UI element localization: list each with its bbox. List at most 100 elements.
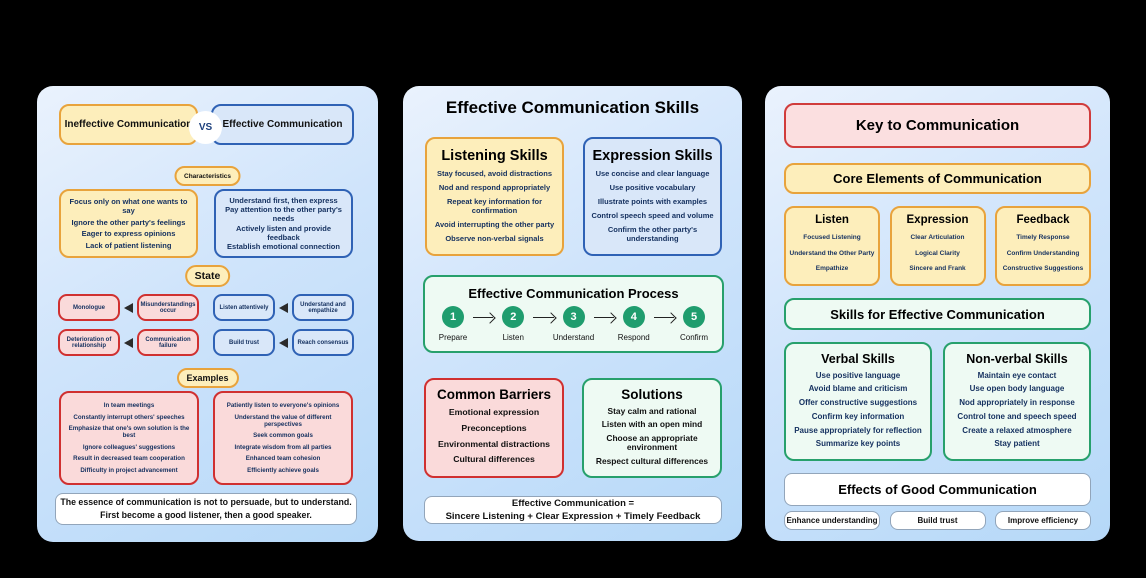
- effects-header-box: Effects of Good Communication: [784, 473, 1091, 506]
- list-item: Nod and respond appropriately: [438, 183, 551, 192]
- state-box-reach-consensus: Reach consensus: [292, 329, 354, 356]
- list-item: Create a relaxed atmosphere: [962, 425, 1072, 435]
- expression-element-title: Expression: [906, 214, 969, 226]
- state-box-understand-empathize: Understand and empathize: [292, 294, 354, 321]
- list-item: Integrate wisdom from all parties: [234, 443, 332, 451]
- right-arrow-icon: [533, 317, 554, 318]
- state-box-monologue: Monologue: [58, 294, 120, 321]
- skills-row: Listening Skills Stay focused, avoid dis…: [425, 137, 722, 256]
- panel-title: Effective Communication Skills: [445, 98, 700, 117]
- list-item: Respect cultural differences: [595, 456, 709, 467]
- step-circle: 4: [622, 306, 645, 328]
- list-item: Stay calm and rational: [607, 405, 697, 416]
- list-item: Nod appropriately in response: [959, 398, 1075, 408]
- list-item: Understand the Other Party: [789, 249, 875, 257]
- list-item: Enhanced team cohesion: [245, 455, 321, 463]
- list-item: Understand the value of different perspe…: [234, 413, 332, 428]
- left-arrow-icon: [124, 337, 133, 348]
- list-item: Patiently listen to everyone's opinions: [226, 402, 340, 410]
- list-item: In team meetings: [103, 402, 155, 410]
- list-item: Confirm the other party's understanding: [607, 225, 698, 243]
- characteristics-badge: Characteristics: [174, 166, 241, 186]
- list-item: Emphasize that one's own solution is the…: [68, 425, 190, 440]
- list-item: Empathize: [815, 264, 849, 272]
- key-to-communication-title: Key to Communication: [855, 117, 1020, 134]
- expression-skills-title: Expression Skills: [592, 148, 713, 164]
- list-item: Focused Listening: [803, 234, 861, 242]
- list-item: Establish emotional connection: [227, 242, 340, 252]
- list-item: Constructive Suggestions: [1002, 264, 1084, 272]
- list-item: Confirm key information: [811, 411, 905, 421]
- state-box-misunderstandings: Misunderstandings occur: [137, 294, 199, 321]
- list-item: Control speech speed and volume: [591, 211, 714, 220]
- effective-communication-skills-panel: Effective Communication Skills Listening…: [403, 86, 742, 541]
- list-item: Maintain eye contact: [977, 370, 1057, 380]
- list-item: Listen with an open mind: [601, 419, 703, 430]
- state-box-listen-attentively: Listen attentively: [213, 294, 275, 321]
- list-item: Actively listen and provide feedback: [235, 223, 332, 242]
- list-item: Use open body language: [969, 384, 1065, 394]
- list-item: Cultural differences: [453, 454, 535, 465]
- list-item: Seek common goals: [253, 432, 313, 440]
- state-badge: State: [184, 265, 231, 287]
- process-step-2: 2 Listen: [495, 306, 531, 342]
- list-item: Stay focused, avoid distractions: [436, 169, 553, 178]
- list-item: Sincere and Frank: [909, 264, 966, 272]
- list-item: Pay attention to the other party's needs: [225, 205, 342, 224]
- process-steps: 1 Prepare 2 Listen 3 Understand 4 Respon…: [425, 306, 722, 342]
- common-barriers-title: Common Barriers: [436, 387, 552, 402]
- list-item: Result in decreased team cooperation: [73, 455, 185, 463]
- list-item: Timely Response: [1016, 234, 1070, 242]
- solutions-title: Solutions: [621, 387, 683, 402]
- list-item: Efficiently achieve goals: [247, 466, 319, 474]
- list-item: Preconceptions: [461, 422, 527, 433]
- process-step-1: 1 Prepare: [435, 306, 471, 342]
- step-circle: 3: [562, 306, 585, 328]
- process-step-5: 5 Confirm: [676, 306, 712, 342]
- list-item: Ignore the other party's feelings: [71, 217, 186, 227]
- right-arrow-icon: [593, 317, 614, 318]
- list-item: Repeat key information for confirmation: [446, 197, 543, 215]
- list-item: Control tone and speech speed: [957, 411, 1077, 421]
- effective-communication-box: Effective Communication: [211, 104, 354, 145]
- process-title: Effective Communication Process: [468, 286, 679, 301]
- listening-skills-title: Listening Skills: [441, 148, 548, 164]
- step-circle: 5: [683, 306, 705, 328]
- left-arrow-icon: [124, 302, 133, 313]
- step-label: Prepare: [438, 333, 468, 342]
- vs-badge: VS: [189, 111, 222, 144]
- list-item: Emotional expression: [448, 407, 540, 418]
- effective-communication-label: Effective Communication: [222, 119, 343, 130]
- list-item: Summarize key points: [815, 439, 901, 449]
- list-item: Stay patient: [994, 439, 1040, 449]
- process-step-3: 3 Understand: [553, 306, 594, 342]
- list-item: Environmental distractions: [438, 438, 550, 449]
- list-item: Offer constructive suggestions: [798, 398, 918, 408]
- list-item: Focus only on what one wants to say: [69, 197, 188, 216]
- right-arrow-icon: [473, 317, 494, 318]
- state-box-build-trust: Build trust: [213, 329, 275, 356]
- formula-line-2: Sincere Listening + Clear Expression + T…: [445, 511, 701, 522]
- comparison-header: Ineffective Communication Effective Comm…: [59, 104, 354, 145]
- verbal-skills-title: Verbal Skills: [821, 352, 895, 366]
- core-elements-header-box: Core Elements of Communication: [784, 163, 1091, 194]
- list-item: Logical Clarity: [915, 249, 960, 257]
- step-label: Listen: [502, 333, 524, 342]
- effect-build-trust: Build trust: [889, 511, 986, 530]
